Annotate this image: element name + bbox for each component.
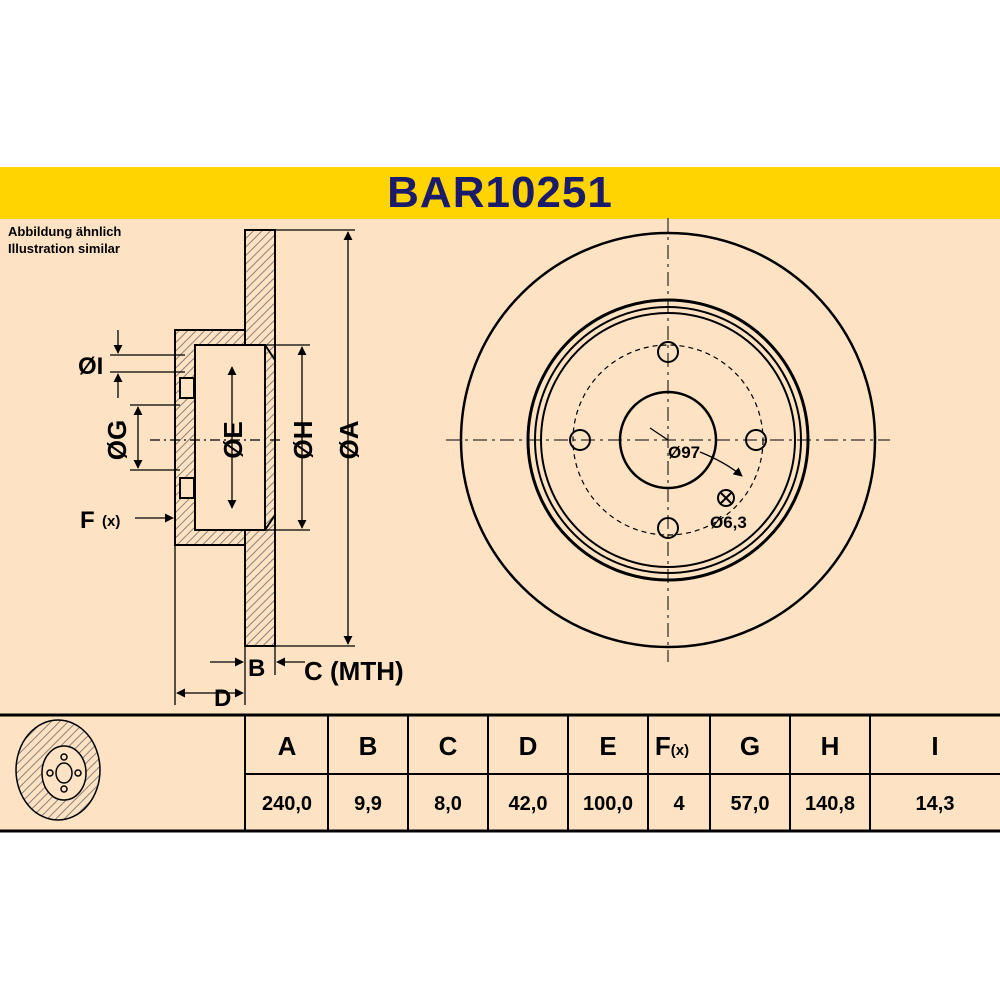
header-e: E bbox=[599, 731, 616, 761]
value-f: 4 bbox=[673, 793, 685, 815]
title-banner: BAR10251 bbox=[0, 167, 1000, 219]
header-c: C bbox=[439, 731, 458, 761]
value-b: 9,9 bbox=[354, 793, 382, 815]
spec-table-grid bbox=[244, 715, 1000, 831]
header-i: I bbox=[931, 731, 938, 761]
spec-table-bg bbox=[0, 714, 1000, 832]
value-g: 57,0 bbox=[731, 793, 770, 815]
header-f: F(x) bbox=[655, 731, 689, 761]
value-d: 42,0 bbox=[509, 793, 548, 815]
illustration-note: Abbildung ähnlich Illustration similar bbox=[8, 223, 121, 257]
value-a: 240,0 bbox=[262, 793, 312, 815]
spec-table-values: 240,0 9,9 8,0 42,0 100,0 4 57,0 140,8 14… bbox=[262, 793, 955, 815]
note-german: Abbildung ähnlich bbox=[8, 224, 122, 239]
header-h: H bbox=[821, 731, 840, 761]
header-a: A bbox=[278, 731, 297, 761]
value-e: 100,0 bbox=[583, 793, 633, 815]
technical-drawing-area bbox=[0, 219, 1000, 714]
header-g: G bbox=[740, 731, 760, 761]
value-h: 140,8 bbox=[805, 793, 855, 815]
spec-table-headers: A B C D E F(x) G H I bbox=[278, 731, 939, 761]
part-number-title: BAR10251 bbox=[387, 168, 613, 217]
value-c: 8,0 bbox=[434, 793, 462, 815]
header-d: D bbox=[519, 731, 538, 761]
brake-disc-thumbnail-icon bbox=[15, 719, 101, 821]
value-i: 14,3 bbox=[916, 793, 955, 815]
header-b: B bbox=[359, 731, 378, 761]
note-english: Illustration similar bbox=[8, 241, 120, 256]
